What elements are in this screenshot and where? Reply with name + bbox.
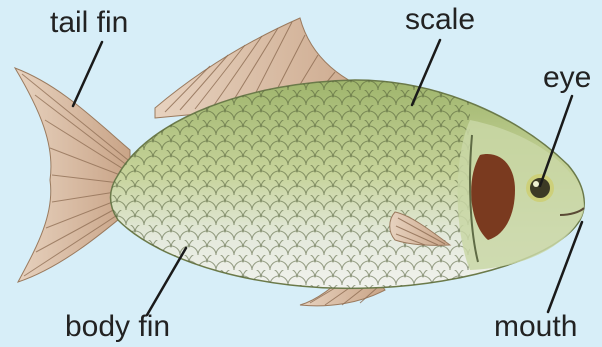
fish-head [458,120,584,270]
tail-fin-leader [73,42,102,106]
tail-fin-label: tail fin [50,8,128,38]
eye-label: eye [543,63,591,93]
mouth-label: mouth [494,312,577,342]
tail-fin-shape [15,68,130,282]
scale-label: scale [405,5,475,35]
body-fin-label: body fin [65,312,170,342]
eye-icon [528,176,552,200]
body-fin-leader [147,248,186,315]
